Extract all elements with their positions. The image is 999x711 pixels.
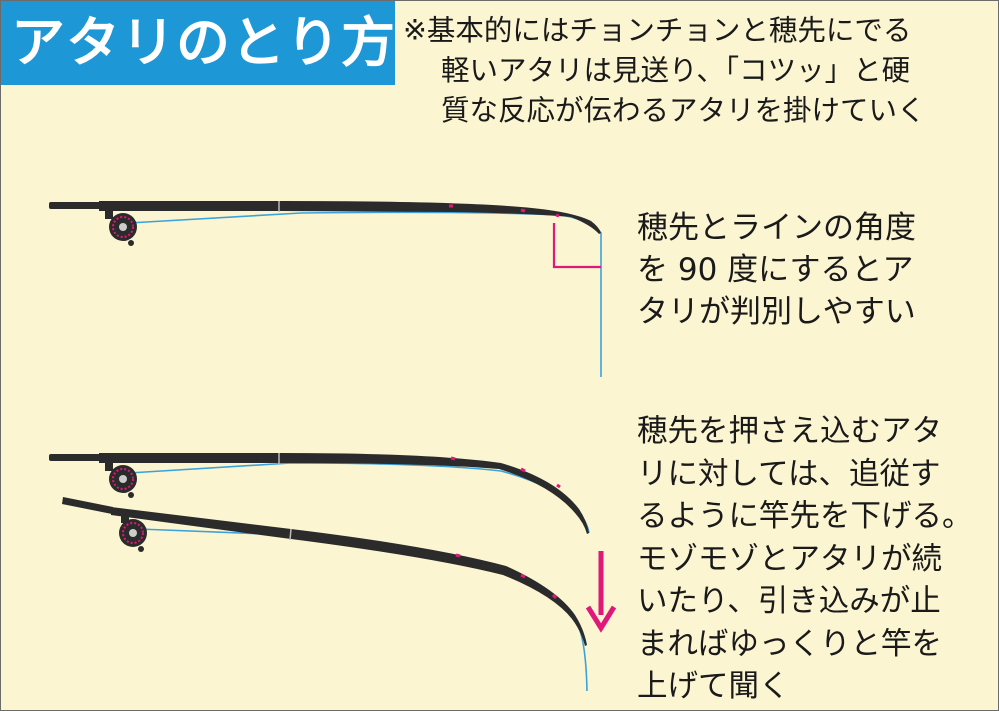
rod-grip <box>49 202 101 209</box>
rod-ferrule <box>289 528 292 541</box>
reel <box>105 461 137 498</box>
caption-line: リに対しては、追従す <box>637 456 941 492</box>
rod-wrap <box>455 553 558 600</box>
caption-line: タリが判別しやすい <box>637 294 916 330</box>
rod-blank <box>99 201 601 234</box>
caption-line: モゾモゾとアタリが続 <box>637 541 942 577</box>
caption-line: 穂先を押さえ込むアタ <box>637 414 942 449</box>
rod-diagram-lowered <box>62 497 588 692</box>
rod-blank <box>111 507 587 646</box>
title-banner: アタリのとり方 <box>1 1 395 85</box>
rod-blank <box>99 453 589 534</box>
caption-angle: 穂先とラインの角度 を 90 度にするとア タリが判別しやすい <box>637 207 916 333</box>
page-title: アタリのとり方 <box>11 11 396 74</box>
rod-wrap <box>449 204 560 218</box>
right-angle-marker <box>552 223 601 269</box>
rod-wrap <box>450 456 561 489</box>
rod-grip <box>49 454 101 461</box>
reel <box>105 209 137 246</box>
note-line: 質な反応が伝わるアタリを掛けていく <box>441 94 926 127</box>
rod-diagram-upper <box>49 453 590 534</box>
note-line: 軽いアタリは見送り、「コツッ」と硬 <box>441 54 911 87</box>
note-line: ※基本的にはチョンチョンと穂先にでる <box>403 14 912 47</box>
caption-line: まればゆっくりと竿を <box>637 626 942 662</box>
caption-line: 上げて聞く <box>637 669 790 704</box>
fishing-line <box>128 211 602 377</box>
caption-follow: 穂先を押さえ込むアタ リに対しては、追従す るように竿先を下げる。 モゾモゾとア… <box>637 411 973 709</box>
caption-line: るように竿先を下げる。 <box>637 499 973 534</box>
caption-line: いたり、引き込みが止 <box>637 584 941 619</box>
intro-note: ※基本的にはチョンチョンと穂先にでる 軽いアタリは見送り、「コツッ」と硬 質な反… <box>403 11 993 131</box>
caption-line: 穂先とラインの角度 <box>637 210 916 246</box>
caption-line: を 90 度にするとア <box>637 252 914 288</box>
rod-grip <box>62 497 113 514</box>
reel <box>119 513 147 552</box>
fishing-line <box>138 528 588 692</box>
rod-diagram-level <box>49 201 602 377</box>
arrow-down-icon <box>585 551 617 633</box>
